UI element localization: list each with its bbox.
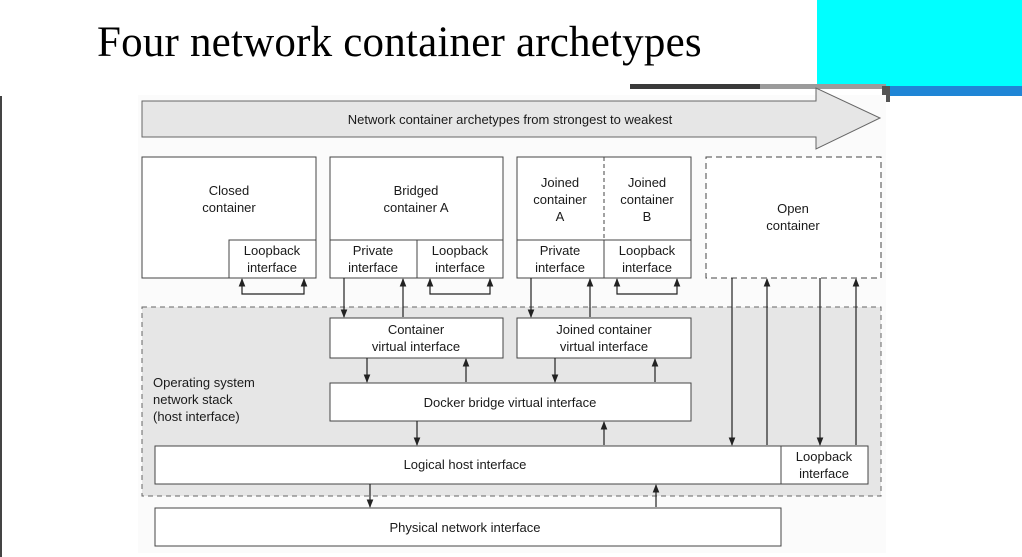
joined-virtual-box xyxy=(516,317,692,359)
strength-arrow xyxy=(141,87,882,150)
title-rule-marker xyxy=(882,86,890,102)
physical-box xyxy=(154,507,782,547)
joined-loopback-loop-arrow xyxy=(613,278,681,295)
title-rule-blue xyxy=(886,86,1022,96)
logical-host-box xyxy=(154,445,869,485)
left-edge-line xyxy=(0,96,2,557)
bridged-loopback-box xyxy=(416,239,504,279)
bridged-loopback-loop-arrow xyxy=(426,278,494,295)
joined-loopback-box xyxy=(603,239,692,279)
open-container-box xyxy=(705,156,882,279)
closed-loopback-box xyxy=(228,239,317,279)
container-virtual-box xyxy=(329,317,504,359)
physical-label: Physical network interface xyxy=(389,520,540,535)
logical-host-label: Logical host interface xyxy=(404,457,527,472)
joined-private-box xyxy=(516,239,605,279)
title-rule-gray xyxy=(760,84,886,89)
docker-bridge-box xyxy=(329,382,692,422)
docker-bridge-label: Docker bridge virtual interface xyxy=(424,395,597,410)
strength-arrow-label: Network container archetypes from strong… xyxy=(348,112,673,127)
closed-loopback-loop-arrow xyxy=(238,278,308,295)
slide-title: Four network container archetypes xyxy=(97,19,702,66)
accent-block xyxy=(817,0,1022,86)
title-rule-dark xyxy=(630,84,760,89)
